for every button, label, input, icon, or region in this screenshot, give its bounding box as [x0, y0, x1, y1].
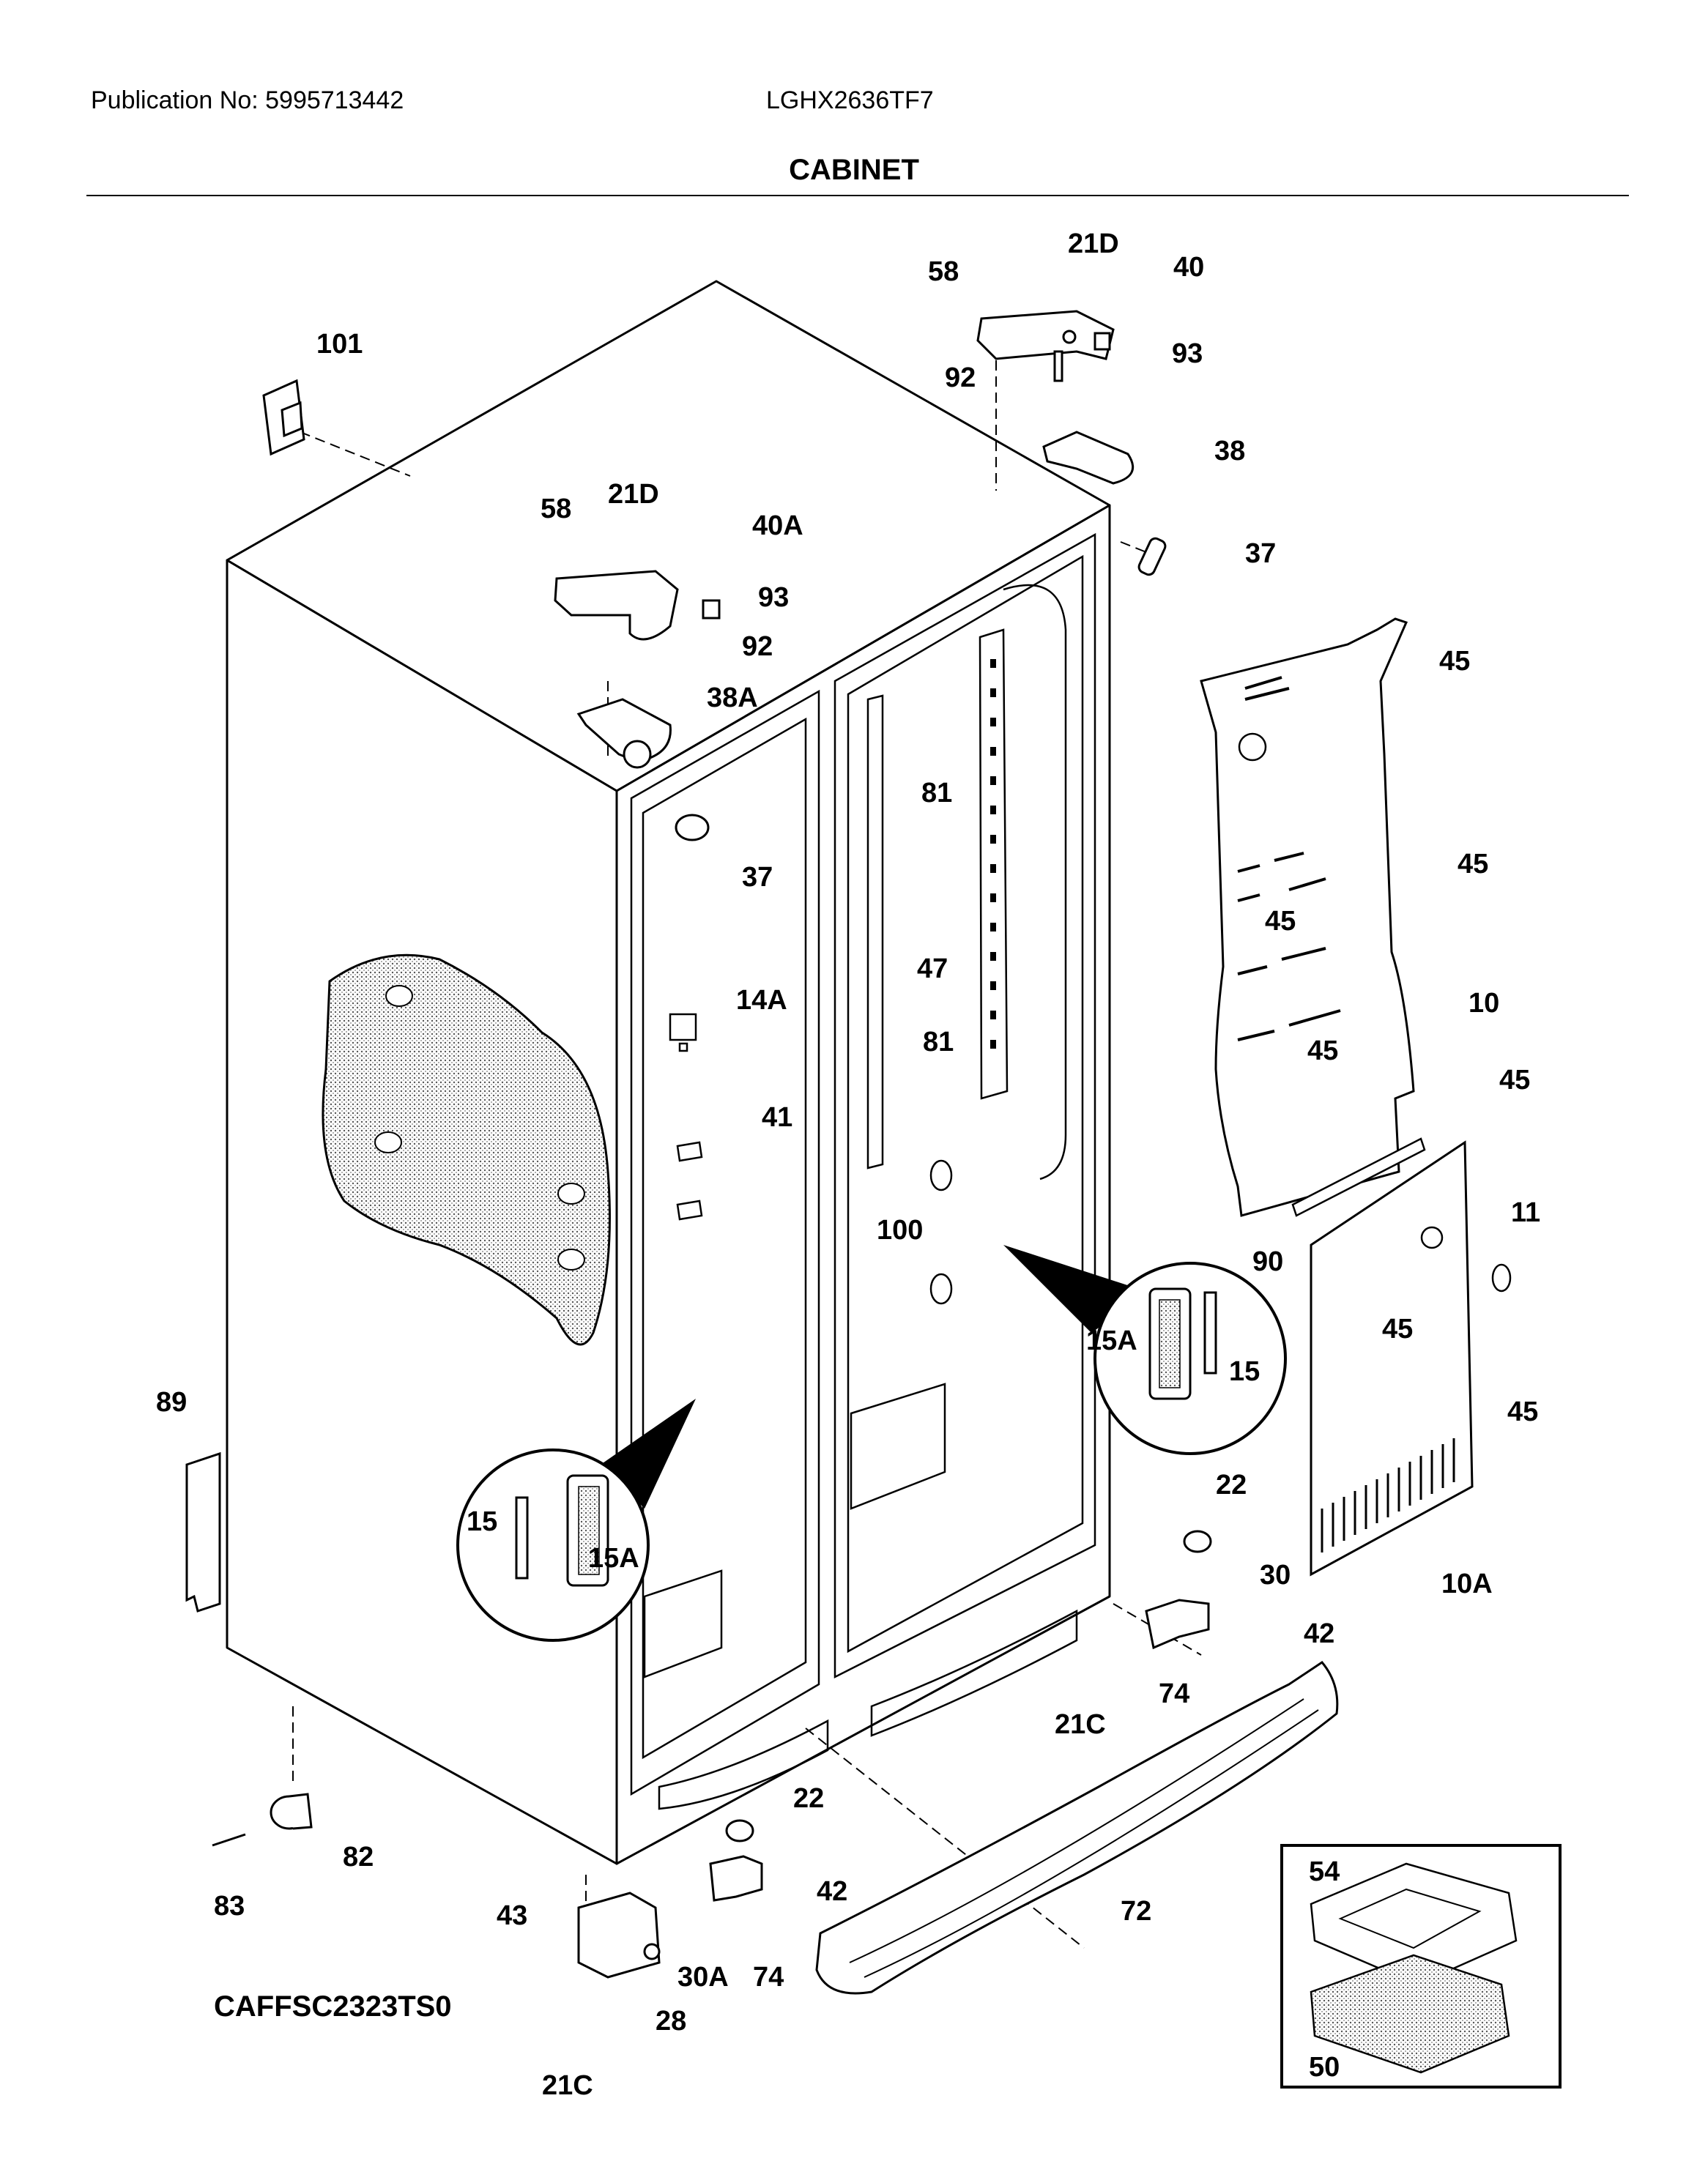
part-label-82: 82 — [343, 1842, 374, 1873]
part-label-43: 43 — [497, 1900, 527, 1931]
part-label-10A: 10A — [1441, 1569, 1493, 1599]
part-label-90: 90 — [1252, 1246, 1283, 1277]
part-label-58: 58 — [541, 494, 571, 524]
part-label-21D: 21D — [1068, 228, 1119, 259]
part-label-37: 37 — [1245, 538, 1276, 569]
page-title: CABINET — [789, 154, 919, 186]
leveling-leg-82 — [212, 1793, 313, 1847]
header-divider — [86, 195, 1629, 196]
top-hinge-right-assembly — [976, 310, 1135, 485]
back-panel-slots — [1237, 676, 1341, 1041]
pad-37 — [675, 537, 1167, 841]
kickplate-72 — [815, 1661, 1339, 1995]
bracket-101 — [262, 379, 305, 456]
part-label-11: 11 — [1511, 1197, 1540, 1228]
part-label-38: 38 — [1214, 436, 1245, 466]
switch-and-bulbs — [669, 1013, 953, 1305]
part-label-40: 40 — [1173, 252, 1204, 283]
part-label-54: 54 — [1309, 1856, 1340, 1887]
part-label-45: 45 — [1307, 1035, 1338, 1066]
part-label-81: 81 — [923, 1027, 954, 1057]
kickplate-ribs — [849, 1698, 1319, 1978]
part-label-22: 22 — [793, 1783, 824, 1814]
part-label-15: 15 — [467, 1506, 497, 1537]
part-label-10: 10 — [1468, 988, 1499, 1019]
part-label-22: 22 — [1216, 1470, 1247, 1500]
part-label-15A: 15A — [588, 1543, 639, 1574]
part-label-45: 45 — [1439, 646, 1470, 677]
diagram-code: CAFFSC2323TS0 — [214, 1990, 452, 2023]
part-label-14A: 14A — [736, 985, 787, 1016]
back-panel-hole — [1238, 732, 1267, 762]
detail-callout-right — [1003, 1245, 1287, 1455]
part-label-101: 101 — [316, 329, 363, 360]
part-label-47: 47 — [917, 953, 948, 984]
part-label-74: 74 — [1159, 1678, 1189, 1709]
bar-90 — [1291, 1137, 1426, 1217]
top-hinge-left-assembly — [554, 570, 721, 769]
part-label-72: 72 — [1121, 1896, 1151, 1927]
shelf-rails — [866, 628, 1009, 1169]
side-panel-insulation — [322, 953, 611, 1346]
bracket-89 — [185, 1451, 221, 1613]
access-panel-10A — [1310, 1140, 1474, 1577]
publication-number: Publication No: 5995713442 — [91, 86, 404, 114]
part-label-83: 83 — [214, 1891, 245, 1922]
part-label-45: 45 — [1382, 1314, 1413, 1345]
part-label-21C: 21C — [542, 2070, 593, 2101]
access-panel-hole — [1420, 1226, 1444, 1249]
part-label-21C: 21C — [1055, 1709, 1106, 1740]
part-label-74: 74 — [753, 1962, 784, 1993]
control-box-inset — [1280, 1844, 1562, 2089]
part-label-92: 92 — [742, 631, 773, 662]
part-label-42: 42 — [1304, 1618, 1334, 1649]
part-label-45: 45 — [1458, 849, 1488, 879]
access-panel-vents — [1321, 1438, 1455, 1552]
part-label-37: 37 — [742, 862, 773, 893]
part-label-28: 28 — [656, 2006, 686, 2037]
model-number: LGHX2636TF7 — [766, 86, 934, 114]
detail-callout-left — [456, 1399, 696, 1642]
part-label-38A: 38A — [707, 683, 758, 713]
part-label-89: 89 — [156, 1387, 187, 1418]
part-label-42: 42 — [817, 1876, 847, 1907]
part-label-40A: 40A — [752, 510, 803, 541]
part-label-45: 45 — [1507, 1397, 1538, 1427]
part-label-30A: 30A — [677, 1962, 729, 1993]
part-label-100: 100 — [877, 1215, 923, 1246]
part-label-15A: 15A — [1086, 1325, 1137, 1356]
part-label-15: 15 — [1229, 1356, 1260, 1387]
bottom-hinge-left — [577, 1819, 763, 1979]
panel-clips — [374, 985, 585, 1271]
part-label-93: 93 — [1172, 338, 1203, 369]
bottom-hinge-right — [1145, 1530, 1212, 1650]
plug-11 — [1491, 1263, 1512, 1293]
part-label-93: 93 — [758, 582, 789, 613]
part-label-30: 30 — [1260, 1560, 1291, 1591]
part-label-45: 45 — [1499, 1065, 1530, 1096]
back-panel-10 — [1200, 617, 1415, 1217]
part-label-81: 81 — [921, 778, 952, 808]
part-number-labels: 101 58 21D 40 93 92 38 37 58 21D 40A 93 … — [156, 228, 1540, 2101]
part-label-41: 41 — [762, 1102, 792, 1133]
part-label-58: 58 — [928, 256, 959, 287]
part-label-50: 50 — [1309, 2052, 1340, 2083]
part-label-92: 92 — [945, 362, 976, 393]
part-label-45: 45 — [1265, 906, 1296, 937]
part-label-21D: 21D — [608, 479, 659, 510]
